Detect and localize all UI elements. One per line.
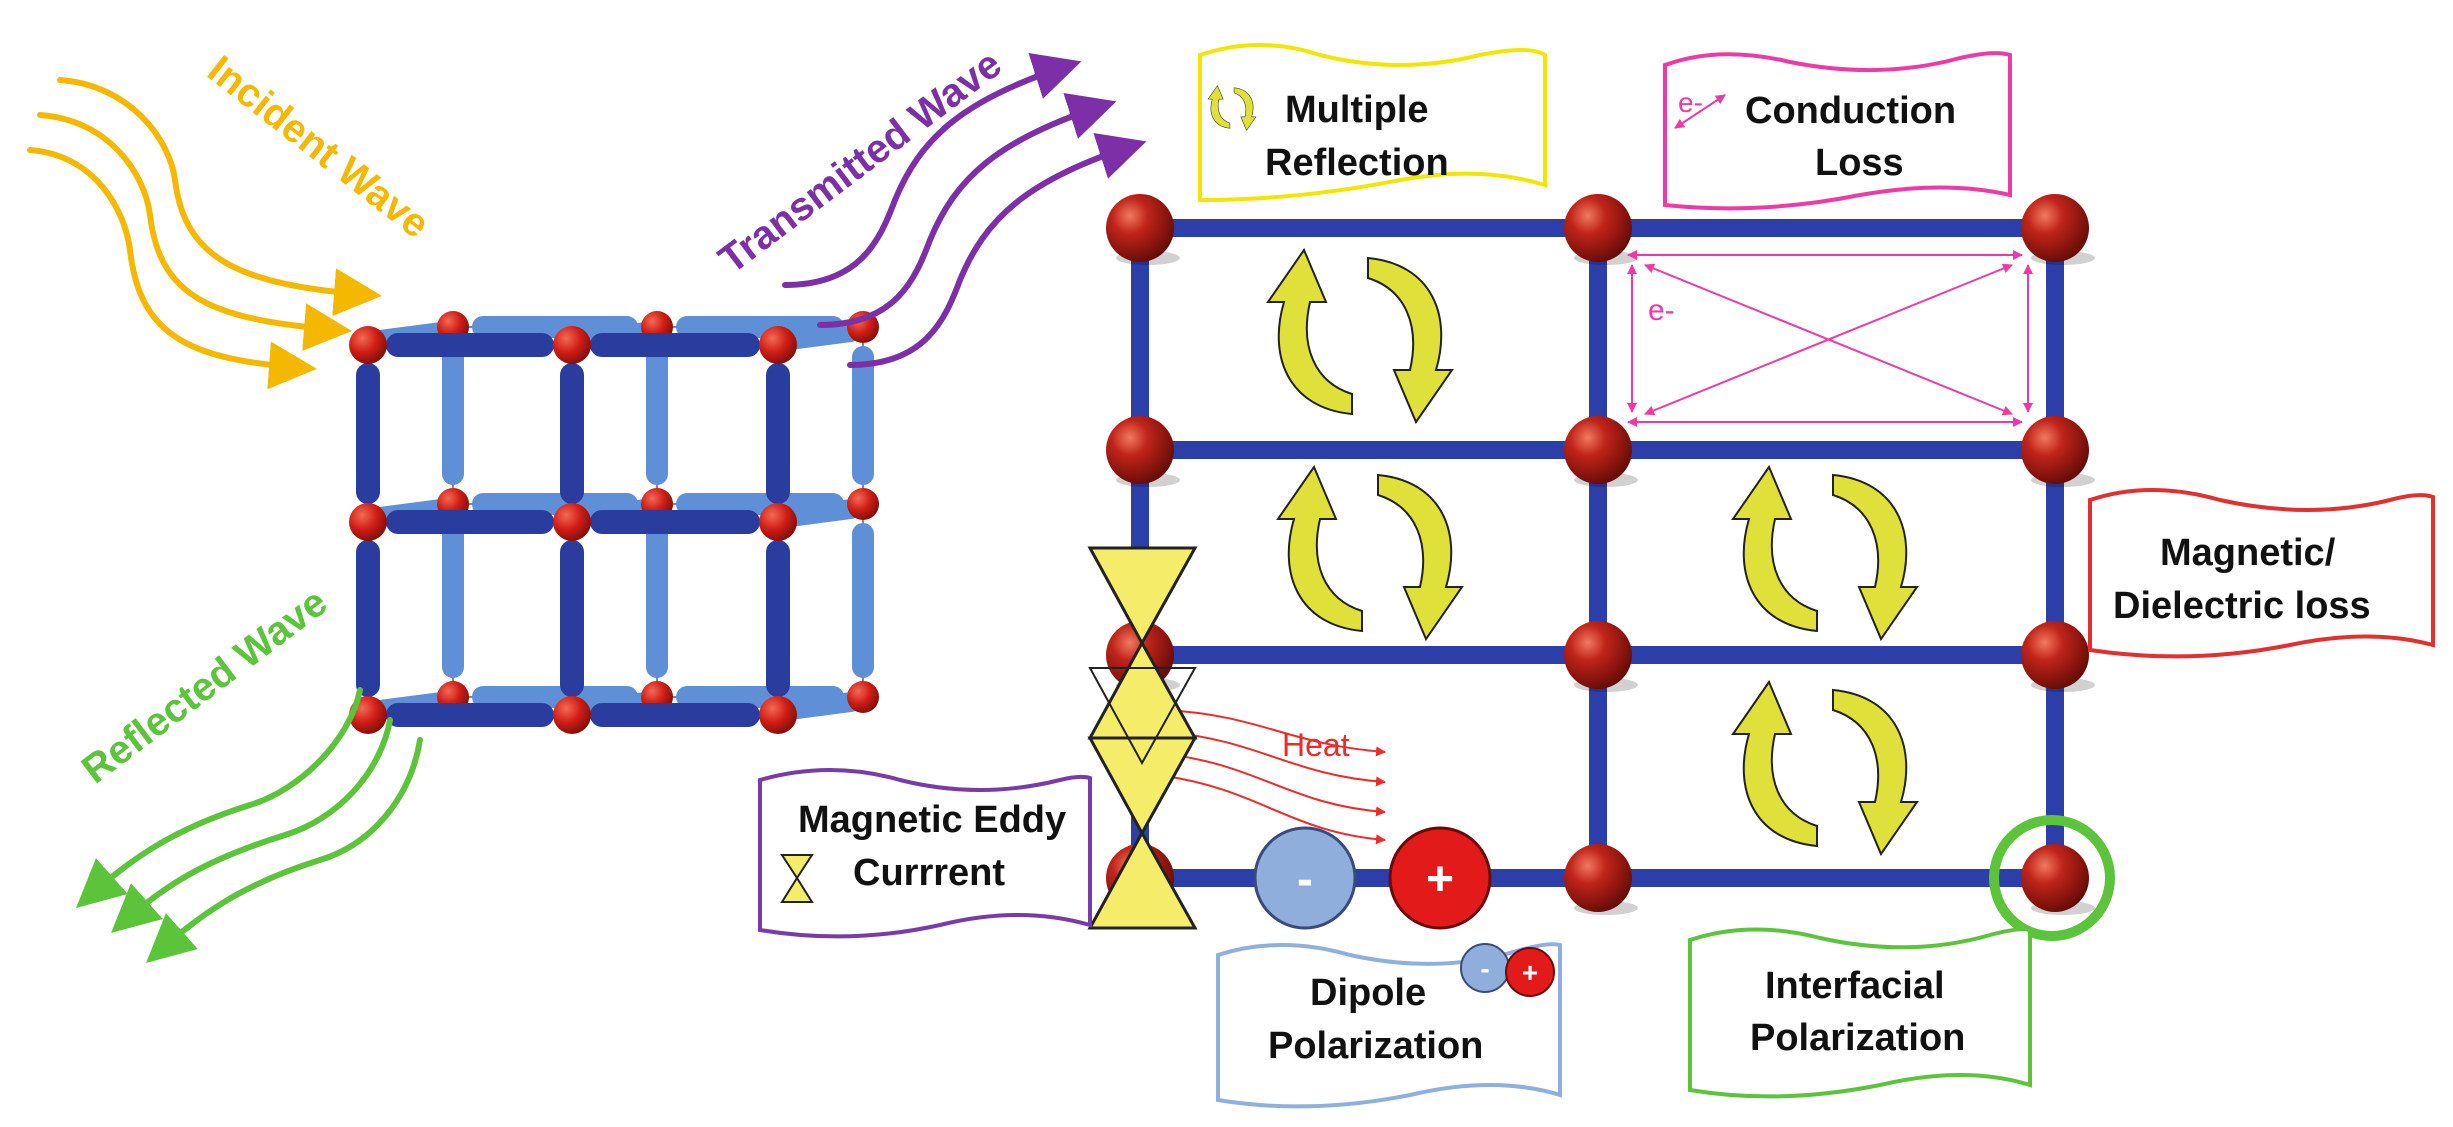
multiple-reflection-line2: Reflection (1265, 142, 1449, 184)
cube-node-back (847, 681, 879, 713)
cube-node-front (759, 326, 797, 364)
lattice-cube (349, 311, 879, 734)
grid-node (1564, 621, 1632, 689)
interfacial-polarization-banner: Interfacial Polarization (1688, 927, 2032, 1099)
reflection-cycle-arrows-3 (1732, 466, 1918, 640)
dipole-icon-plus: + (1522, 957, 1538, 988)
grid-node (2021, 416, 2089, 484)
reflected-wave (76, 687, 423, 963)
dipole-line1: Dipole (1310, 972, 1426, 1014)
conduction-loss-line1: Conduction (1745, 90, 1956, 132)
cube-node-front (759, 503, 797, 541)
reflected-wave-label: Reflected Wave (74, 580, 335, 792)
interfacial-line1: Interfacial (1765, 965, 1945, 1007)
magnetic-dielectric-line2: Dielectric loss (2113, 585, 2371, 627)
grid-node (1564, 844, 1632, 912)
incident-wave (27, 77, 382, 390)
grid-dipole: - + (1253, 826, 1492, 930)
transmitted-wave (782, 53, 1147, 368)
cube-node-front (553, 503, 591, 541)
absorber-grid (1106, 194, 2095, 915)
cube-rod-depth (780, 499, 861, 527)
conduction-electron-label: e- (1678, 87, 1703, 118)
eddy-current-banner: Magnetic Eddy Currrent (758, 768, 1092, 939)
reflection-cycle-arrows-2 (1277, 466, 1463, 640)
eddy-current-hourglass (1087, 546, 1198, 930)
grid-node (1564, 194, 1632, 262)
grid-dipole-plus: + (1426, 853, 1454, 906)
incident-wave-label: Incident Wave (199, 47, 437, 246)
transmitted-wave-label: Transmitted Wave (711, 42, 1010, 282)
eddy-current-line2: Currrent (853, 852, 1005, 894)
cube-rod-depth (780, 322, 861, 350)
cube-node-front (759, 696, 797, 734)
grid-dipole-minus-circle (1253, 826, 1357, 930)
conduction-loss-banner: e- Conduction Loss (1663, 51, 2012, 211)
heat-label: Heat (1282, 727, 1350, 763)
multiple-reflection-line1: Multiple (1285, 89, 1429, 131)
dipole-polarization-banner: - + Dipole Polarization (1216, 942, 1562, 1109)
dipole-line2: Polarization (1268, 1025, 1483, 1067)
grid-node (2021, 621, 2089, 689)
magnetic-dielectric-banner: Magnetic/ Dielectric loss (2088, 488, 2435, 659)
grid-dipole-plus-circle (1388, 826, 1492, 930)
cube-node-front (553, 326, 591, 364)
interfacial-line2: Polarization (1750, 1017, 1965, 1059)
cube-node-front (349, 326, 387, 364)
grid-node (2021, 194, 2089, 262)
grid-node (2021, 844, 2089, 912)
dipole-icon-minus: - (1480, 953, 1489, 984)
conduction-electron-icon (1674, 94, 1726, 129)
grid-node (1106, 194, 1174, 262)
heat-lines (1164, 709, 1386, 845)
dipole-icon-plus-circle (1505, 947, 1555, 997)
magnetic-dielectric-line1: Magnetic/ (2160, 532, 2336, 574)
cube-rod-depth (780, 692, 861, 720)
cube-node-front (349, 503, 387, 541)
eddy-current-line1: Magnetic Eddy (798, 799, 1066, 841)
reflection-cycle-arrows-4 (1732, 681, 1918, 855)
grid-electron-label: e- (1648, 294, 1675, 327)
conduction-electron-paths (1627, 250, 2033, 427)
grid-node (1564, 416, 1632, 484)
interfacial-highlight-ring (1989, 815, 2115, 941)
reflection-cycle-arrows-1 (1267, 249, 1453, 423)
cube-node-front (553, 696, 591, 734)
grid-node (1106, 416, 1174, 484)
conduction-loss-line2: Loss (1815, 142, 1904, 184)
multiple-reflection-banner: Multiple Reflection (1198, 43, 1547, 203)
grid-dipole-minus: - (1297, 853, 1313, 906)
grid-bars (1131, 219, 2064, 887)
cube-node-back (847, 488, 879, 520)
eddy-current-icon (780, 854, 814, 903)
